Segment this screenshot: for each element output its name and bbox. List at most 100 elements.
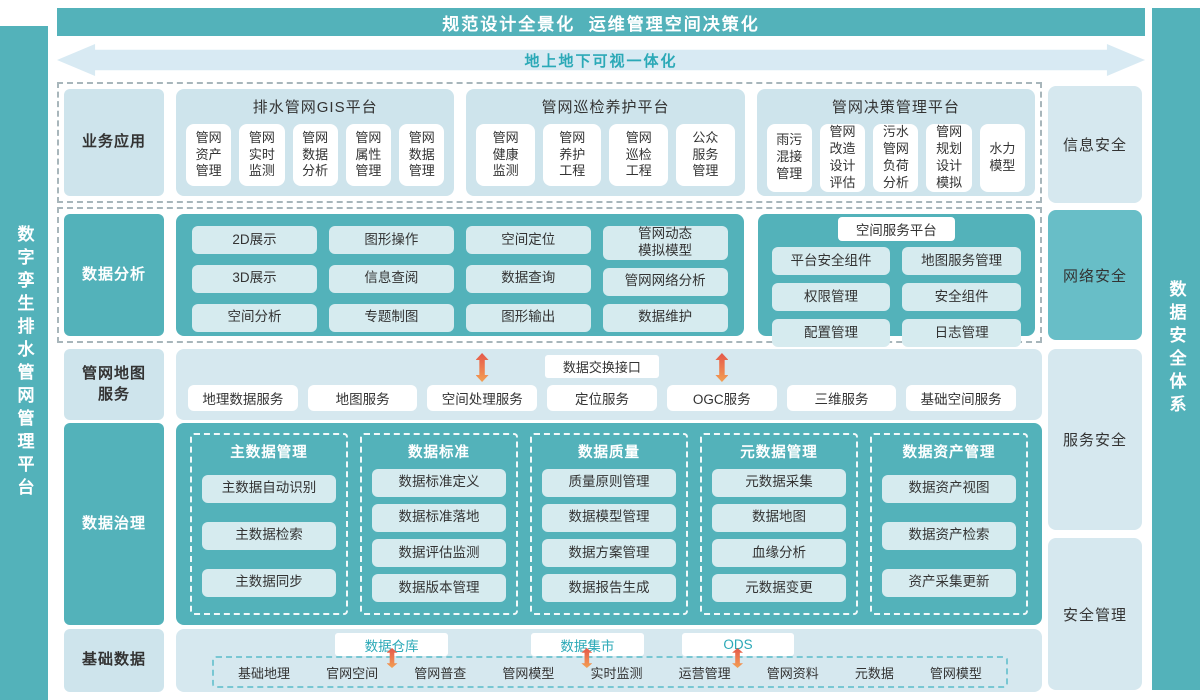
- platform-title: 排水管网GIS平台: [252, 99, 378, 116]
- base-data-source-item: 官网空间: [326, 665, 379, 681]
- row-label-base-data: 基础数据: [64, 629, 164, 692]
- base-data-source-item: 管网模型: [929, 665, 982, 681]
- governance-column-title: 数据资产管理: [902, 445, 996, 461]
- base-data-source-item: 管网普查: [414, 665, 467, 681]
- governance-items: 元数据采集 数据地图 血缘分析 元数据变更: [712, 468, 846, 603]
- map-service-item: 地图服务: [307, 385, 418, 411]
- analysis-item: 数据查询: [465, 264, 591, 293]
- base-data-source-item: 基础地理: [238, 665, 291, 681]
- analysis-item: 3D展示: [192, 264, 317, 293]
- platform-title-vertical: 数字孪生排水管网管理平台: [14, 225, 34, 501]
- spatial-service-item: 安全组件: [902, 283, 1021, 311]
- platform-panel: 排水管网GIS平台 管网 资产 管理 管网 实时 监测 管网 数据 分析 管网 …: [176, 89, 455, 196]
- row-label-analysis: 数据分析: [64, 214, 164, 336]
- row-data-analysis: 数据分析 2D展示 3D展示 空间分析: [57, 207, 1042, 347]
- governance-panel: 主数据管理 主数据自动识别 主数据检索 主数据同步: [176, 423, 1042, 625]
- governance-item: 资产采集更新: [882, 568, 1016, 597]
- base-data-panel: 数据仓库 数据集市 ODS 基础地理 官网空间 管网普查 管网模型 实时监测: [176, 629, 1042, 692]
- platform-item: 管网 健康 监测: [476, 124, 535, 186]
- governance-item: 数据标准定义: [372, 468, 506, 497]
- platform-item: 管网 资产 管理: [186, 124, 232, 186]
- top-banner: 规范设计全景化 运维管理空间决策化: [57, 8, 1145, 36]
- governance-column-title: 数据标准: [408, 445, 470, 461]
- base-data-source-item: 管网资料: [766, 665, 819, 681]
- up-down-arrow-icon: [386, 648, 398, 668]
- platform-item: 污水 管网 负荷 分析: [873, 124, 919, 192]
- spatial-service-columns: 平台安全组件 权限管理 配置管理 地图服务管理: [758, 241, 1035, 359]
- analysis-item: 图形操作: [328, 226, 454, 254]
- governance-item: 血缘分析: [712, 539, 846, 568]
- governance-items: 数据标准定义 数据标准落地 数据评估监测 数据版本管理: [372, 468, 506, 603]
- governance-item: 元数据采集: [712, 468, 846, 497]
- data-exchange-interface-label: 数据交换接口: [544, 355, 659, 378]
- governance-item: 主数据同步: [202, 568, 336, 597]
- governance-item: 数据地图: [712, 503, 846, 532]
- platform-item: 管网 属性 管理: [345, 124, 392, 186]
- base-data-sources: 基础地理 官网空间 管网普查 管网模型 实时监测 运营管理 管网资料 元数据: [212, 656, 1008, 688]
- platform-items: 管网 健康 监测 管网 养护 工程 管网 巡检 工程 公众 服务 管理: [476, 124, 735, 186]
- analysis-item: 图形输出: [465, 303, 591, 332]
- main-area: 规范设计全景化 运维管理空间决策化 地上地下可视一体化 业务应用 排水管网GIS…: [57, 0, 1145, 700]
- map-service-item: 三维服务: [786, 385, 897, 411]
- governance-item: 主数据自动识别: [202, 474, 336, 503]
- governance-column: 主数据管理 主数据自动识别 主数据检索 主数据同步: [190, 433, 348, 615]
- security-box-network: 网络安全: [1048, 210, 1142, 340]
- governance-column: 数据质量 质量原则管理 数据模型管理 数据方案管理 数据报告生成: [530, 433, 688, 615]
- top-banner-text: 规范设计全景化 运维管理空间决策化: [442, 14, 760, 34]
- platform-title: 管网巡检养护平台: [541, 99, 670, 116]
- governance-column: 数据资产管理 数据资产视图 数据资产检索 资产采集更新: [870, 433, 1028, 615]
- platform-item: 水力 模型: [979, 124, 1025, 192]
- data-security-system-vertical: 数据安全体系: [1166, 280, 1186, 418]
- security-box-information: 信息安全: [1048, 86, 1142, 203]
- analysis-item: 信息查阅: [328, 264, 454, 293]
- governance-column-title: 元数据管理: [740, 445, 818, 461]
- analysis-item: 空间分析: [192, 303, 317, 332]
- security-box-management: 安全管理: [1048, 538, 1142, 690]
- analysis-content: 2D展示 3D展示 空间分析 图形操作 信息查阅: [176, 214, 1035, 347]
- governance-item: 数据资产视图: [882, 474, 1016, 503]
- row-label-business: 业务应用: [64, 89, 164, 196]
- base-data-source-item: 管网模型: [502, 665, 555, 681]
- up-down-arrow-icon: [475, 353, 489, 382]
- governance-items: 数据资产视图 数据资产检索 资产采集更新: [882, 468, 1016, 603]
- data-warehouse-box: 数据仓库: [335, 633, 448, 656]
- analysis-grid: 2D展示 3D展示 空间分析 图形操作 信息查阅: [176, 214, 744, 336]
- platform-item: 管网 数据 分析: [292, 124, 338, 186]
- governance-item: 数据资产检索: [882, 521, 1016, 550]
- security-box-service: 服务安全: [1048, 349, 1142, 530]
- analysis-column: 空间定位 数据查询 图形输出: [465, 226, 591, 332]
- governance-item: 数据模型管理: [542, 503, 676, 532]
- base-data-source-item: 实时监测: [590, 665, 643, 681]
- data-mart-box: 数据集市: [531, 633, 644, 656]
- row-map-services: 管网地图 服务 数据交换接口 地理数据服务 地图服务 空间处理服务 定位服务: [57, 349, 1042, 420]
- analysis-item: 2D展示: [192, 226, 317, 254]
- spatial-service-item: 平台安全组件: [771, 247, 891, 275]
- analysis-column: 2D展示 3D展示 空间分析: [192, 226, 317, 332]
- analysis-item: 空间定位: [465, 226, 591, 254]
- analysis-column: 管网动态 模拟模型 管网网络分析 数据维护: [602, 226, 728, 332]
- row-base-data: 基础数据 数据仓库 数据集市 ODS 基础地理 官网空间 管网普查 管网模型: [57, 629, 1042, 692]
- platform-panel: 管网巡检养护平台 管网 健康 监测 管网 养护 工程 管网 巡检 工程 公众 服…: [466, 89, 745, 196]
- row-label-governance: 数据治理: [64, 423, 164, 625]
- platform-item: 管网 实时 监测: [239, 124, 285, 186]
- double-arrow-banner: 地上地下可视一体化: [57, 44, 1145, 76]
- map-service-item: 基础空间服务: [906, 385, 1017, 411]
- right-title-bar: 数据安全体系: [1152, 8, 1200, 690]
- platform-item: 管网 规划 设计 模拟: [926, 124, 972, 192]
- governance-item: 质量原则管理: [542, 468, 676, 497]
- platform-list: 排水管网GIS平台 管网 资产 管理 管网 实时 监测 管网 数据 分析 管网 …: [176, 89, 1035, 196]
- analysis-item: 数据维护: [602, 303, 728, 332]
- spatial-service-item: 配置管理: [771, 319, 891, 347]
- platform-item: 管网 改造 设计 评估: [819, 124, 866, 192]
- map-service-list: 地理数据服务 地图服务 空间处理服务 定位服务 OGC服务 三维服务 基础空间服…: [188, 385, 1017, 411]
- spatial-service-item: 权限管理: [771, 283, 891, 311]
- spatial-service-item: 地图服务管理: [902, 247, 1021, 275]
- platform-item: 公众 服务 管理: [676, 124, 735, 186]
- row-label-map-services: 管网地图 服务: [64, 349, 164, 420]
- governance-item: 主数据检索: [202, 521, 336, 550]
- governance-item: 元数据变更: [712, 574, 846, 603]
- spatial-service-platform-title: 空间服务平台: [837, 217, 955, 241]
- analysis-item: 专题制图: [328, 303, 454, 332]
- map-service-item: OGC服务: [666, 385, 777, 411]
- spatial-service-column: 地图服务管理 安全组件 日志管理: [902, 247, 1021, 347]
